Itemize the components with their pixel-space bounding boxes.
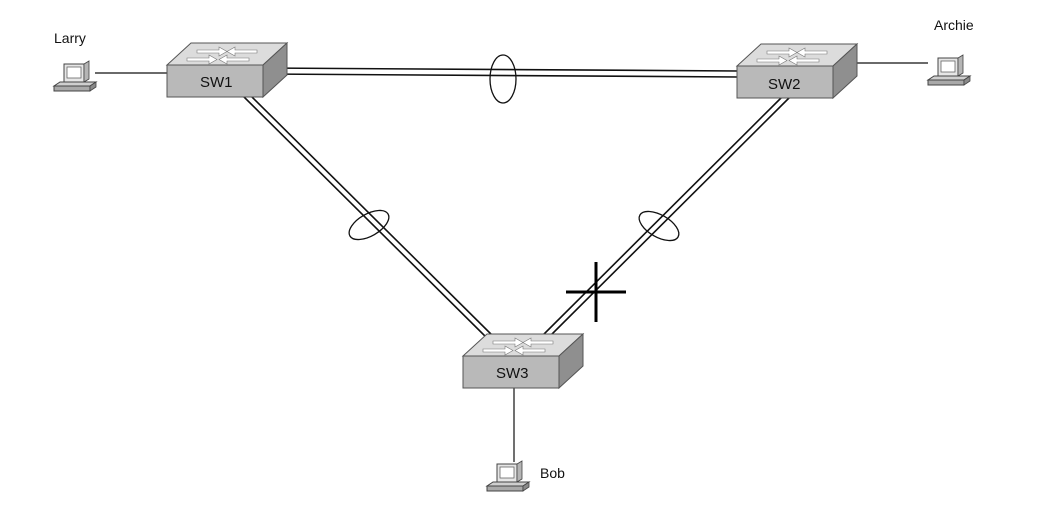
host-bob[interactable] bbox=[486, 460, 530, 492]
etherchannel-ellipse-sw1-sw2 bbox=[489, 54, 517, 104]
host-label-bob: Bob bbox=[540, 465, 565, 481]
switch-sw1[interactable]: SW1 bbox=[166, 42, 288, 98]
switch-label: SW2 bbox=[768, 76, 801, 93]
host-label-archie: Archie bbox=[934, 17, 974, 33]
link-sw1-sw2 bbox=[261, 54, 739, 104]
pc-icon bbox=[53, 60, 97, 92]
switch-sw2[interactable]: SW2 bbox=[736, 43, 858, 99]
pc-icon bbox=[486, 460, 530, 492]
switch-label: SW3 bbox=[496, 365, 529, 382]
host-archie[interactable] bbox=[927, 54, 971, 86]
host-larry[interactable] bbox=[53, 60, 97, 92]
pc-icon bbox=[927, 54, 971, 86]
switch-sw3[interactable]: SW3 bbox=[462, 333, 584, 389]
host-cables bbox=[95, 62, 928, 462]
host-label-larry: Larry bbox=[54, 30, 86, 46]
link-sw1-sw3 bbox=[239, 92, 502, 345]
link-sw2-sw3 bbox=[533, 96, 791, 345]
etherchannel-ellipse-sw2-sw3 bbox=[638, 210, 680, 242]
blocked-port-marker bbox=[566, 262, 626, 322]
switch-label: SW1 bbox=[200, 74, 233, 91]
etherchannel-ellipse-sw1-sw3 bbox=[348, 209, 390, 241]
